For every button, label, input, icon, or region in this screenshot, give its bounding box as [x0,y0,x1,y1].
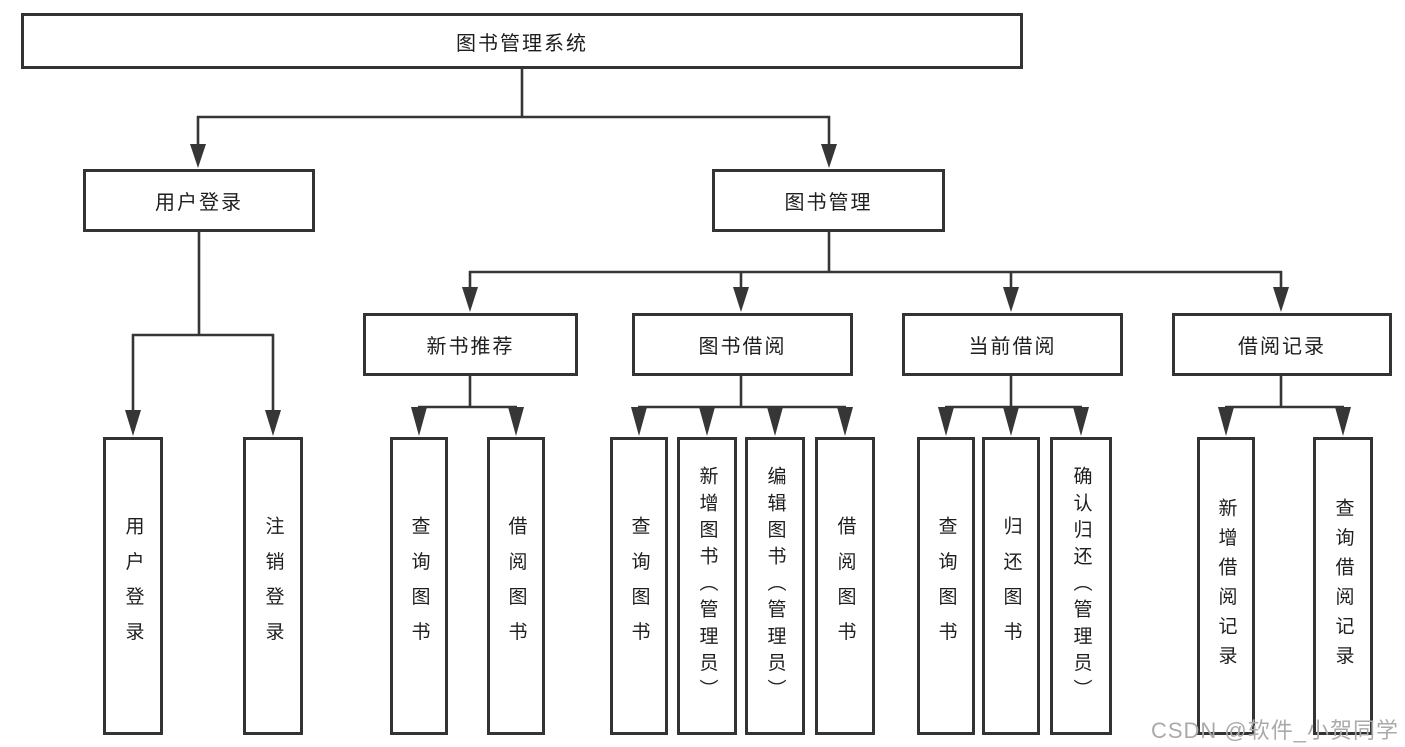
csdn-watermark: CSDN @软件_小贺同学 [1150,718,1399,743]
node-borrow-records: 借阅记录 [1172,313,1392,376]
arrowhead [1003,287,1019,312]
node-label: 新书推荐 [426,336,515,358]
user-login-connector [125,232,281,436]
root-to-level2-connector [190,69,837,168]
arrowhead [837,407,853,436]
arrowhead [411,407,427,436]
arrowhead [821,144,837,168]
node-new-book-recommend: 新书推荐 [363,313,578,376]
leaf-query-borrow-record: 查询借阅记录 [1313,437,1373,735]
arrowhead [699,407,715,436]
leaf-add-books-admin: 新增图书（管理员） [677,437,737,735]
leaf-return-books: 归还图书 [982,437,1040,735]
node-user-login: 用户登录 [83,169,315,232]
book-management-connector [462,232,1289,312]
arrowhead [1073,407,1089,436]
leaf-confirm-return-admin: 确认归还（管理员） [1050,437,1112,735]
leaf-borrow-books: 借阅图书 [815,437,875,735]
arrowhead [1273,287,1289,312]
leaf-label: 注销登录 [262,515,284,657]
leaf-user-login: 用户登录 [103,437,163,735]
arrowhead [265,410,281,436]
arrowhead [1003,407,1019,436]
leaf-logout: 注销登录 [243,437,303,735]
leaf-label: 新增图书（管理员） [696,466,718,706]
arrowhead [631,407,647,436]
node-book-borrow: 图书借阅 [632,313,853,376]
leaf-label: 确认归还（管理员） [1070,466,1092,706]
leaf-label: 归还图书 [1000,515,1022,657]
leaf-query-books: 查询图书 [390,437,448,735]
node-label: 用户登录 [155,192,243,214]
leaf-edit-books-admin: 编辑图书（管理员） [745,437,805,735]
arrowhead [767,407,783,436]
leaf-label: 查询图书 [935,515,957,657]
arrowhead [1335,407,1351,436]
book-borrow-connector [631,376,853,436]
leaf-label: 查询借阅记录 [1332,497,1354,675]
borrow-records-connector [1218,376,1351,436]
node-library-management-system: 图书管理系统 [21,13,1023,69]
leaf-query-books: 查询图书 [610,437,668,735]
current-borrow-connector [938,376,1089,436]
arrowhead [190,144,206,168]
arrowhead [125,410,141,436]
leaf-label: 借阅图书 [505,515,527,657]
node-book-management: 图书管理 [712,169,945,232]
leaf-label: 借阅图书 [834,515,856,657]
arrowhead [1218,407,1234,436]
arrowhead [462,287,478,312]
node-label: 图书借阅 [698,336,787,358]
node-current-borrow: 当前借阅 [902,313,1123,376]
leaf-borrow-books: 借阅图书 [487,437,545,735]
node-label: 图书管理系统 [456,32,588,55]
leaf-label: 查询图书 [628,515,650,657]
new-book-rec-connector [411,376,524,436]
leaf-label: 编辑图书（管理员） [764,466,786,706]
leaf-add-borrow-record: 新增借阅记录 [1197,437,1255,735]
leaf-query-books: 查询图书 [917,437,975,735]
arrowhead [938,407,954,436]
leaf-label: 新增借阅记录 [1215,497,1237,675]
node-label: 借阅记录 [1238,336,1326,358]
node-label: 当前借阅 [968,336,1057,358]
leaf-label: 查询图书 [408,515,430,657]
node-label: 图书管理 [784,192,873,214]
arrowhead [508,407,524,436]
arrowhead [733,287,749,312]
leaf-label: 用户登录 [122,515,144,657]
